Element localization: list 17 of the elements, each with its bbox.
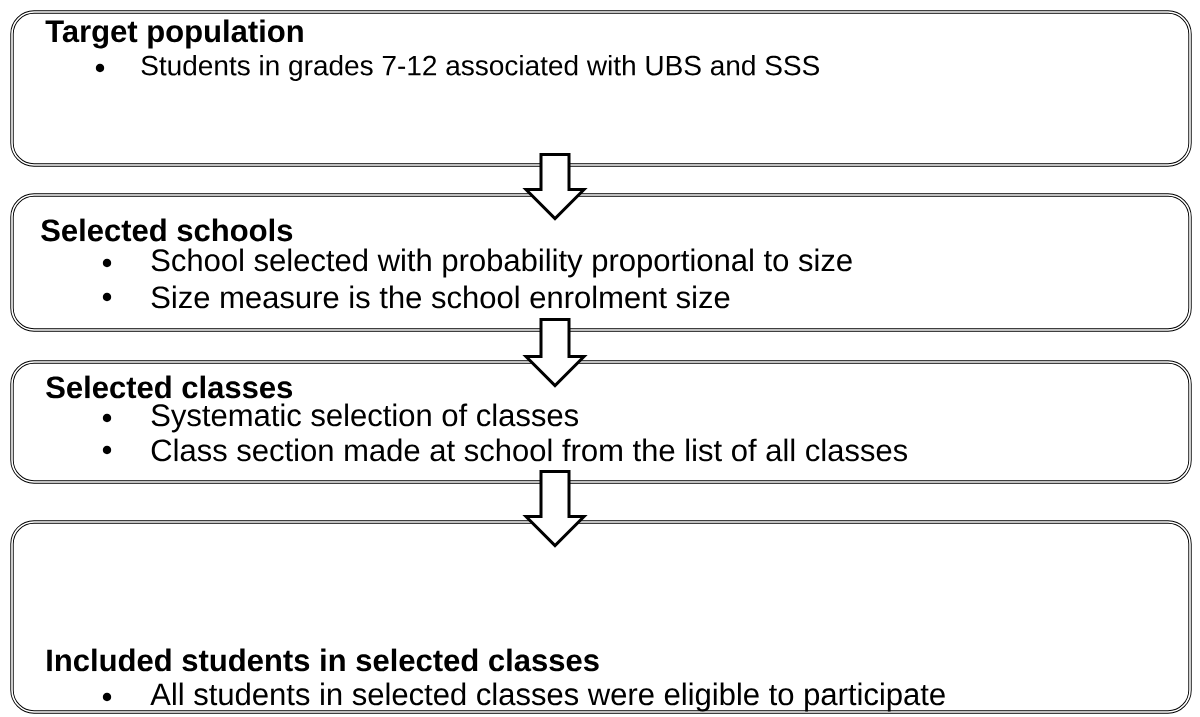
bullet-item: All students in selected classes were eligible to participate — [102, 682, 945, 712]
bullet-item: Size measure is the school enrolment size — [102, 285, 730, 309]
bullet-item: Students in grades 7-12 associated with UBS and SSS — [95, 54, 819, 82]
bullet-item: School selected with probability proportional to size — [102, 248, 852, 278]
process-box — [10, 360, 1192, 484]
box-heading: Selected schools — [41, 218, 293, 242]
block-arrow — [522, 152, 588, 221]
process-box — [10, 10, 1192, 167]
process-box — [10, 193, 1192, 332]
box-heading: Target population — [45, 19, 303, 49]
process-box — [10, 520, 1192, 714]
box-heading: Selected classes — [46, 375, 293, 399]
bullet-item: Systematic selection of classes — [102, 403, 579, 433]
bullet-item: Class section made at school from the list of all classes — [102, 438, 908, 462]
box-heading: Included students in selected classes — [47, 648, 599, 672]
block-arrow — [522, 469, 588, 548]
block-arrow — [522, 317, 588, 388]
